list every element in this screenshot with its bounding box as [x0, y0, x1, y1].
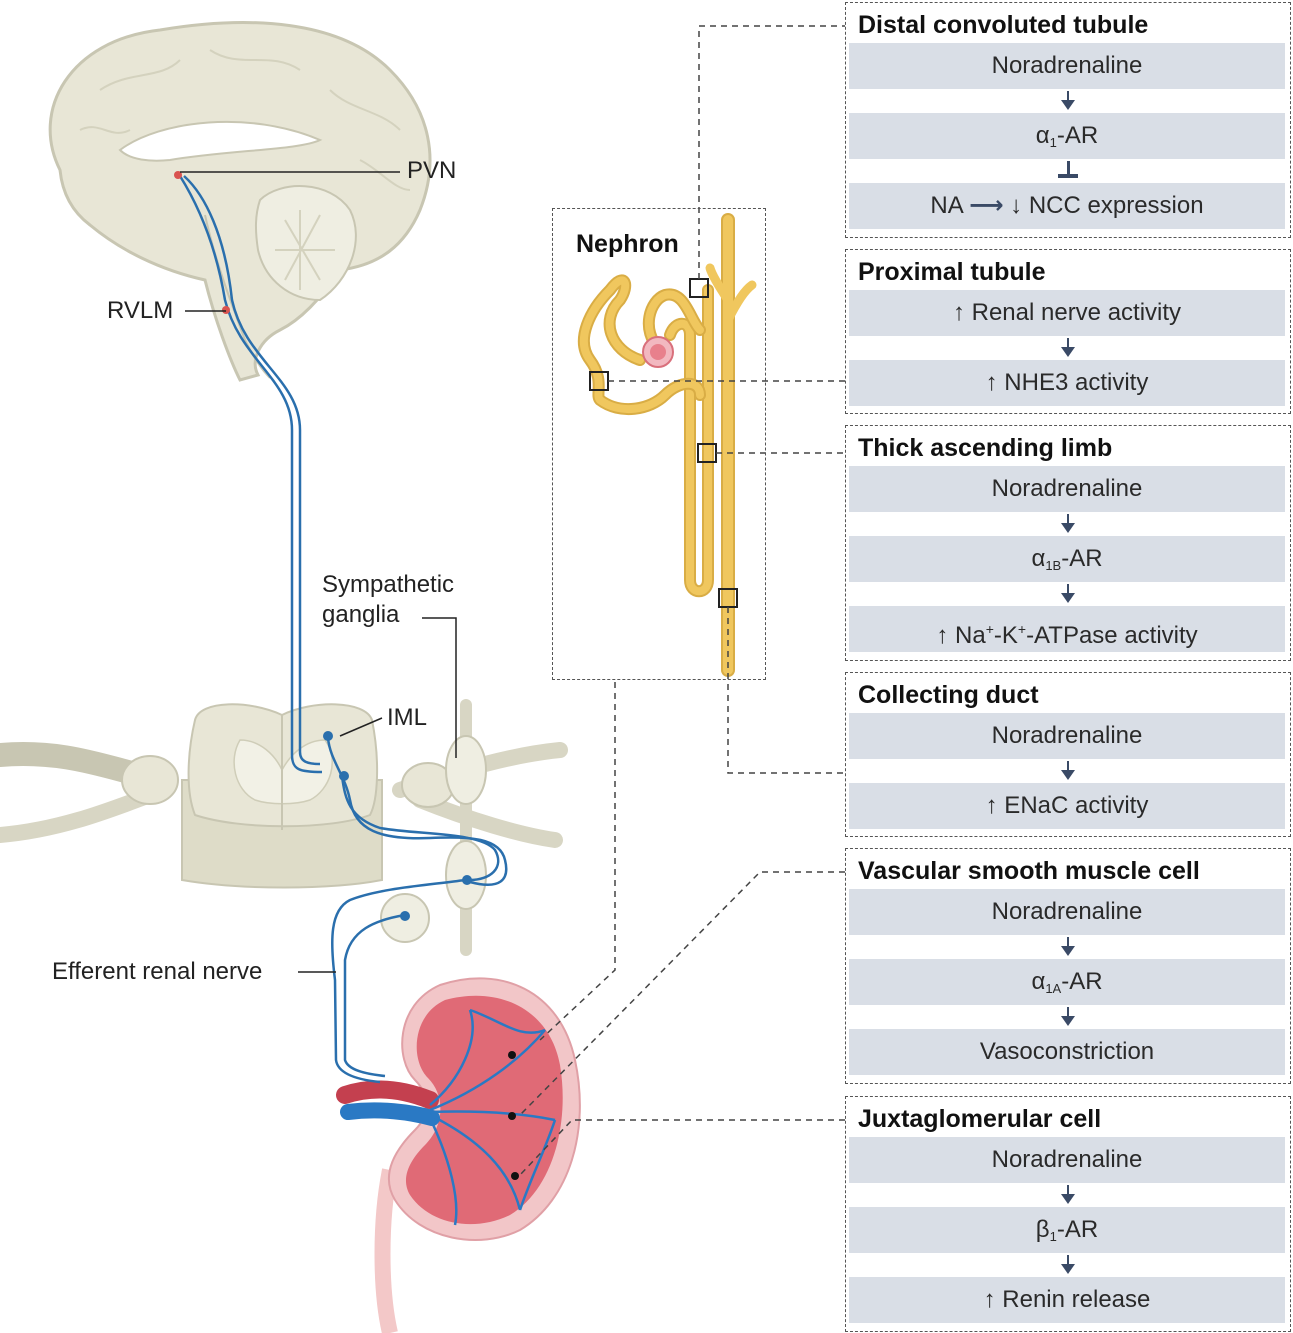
efferent-renal-nerve-label: Efferent renal nerve: [52, 958, 263, 985]
panel-vascular-smooth-muscle-cell: Vascular smooth muscle cell Noradrenalin…: [845, 848, 1291, 1084]
inhibition-icon: [846, 159, 1290, 183]
nephron-illustration: [577, 213, 757, 677]
step-superscript: +: [985, 621, 994, 637]
step-text: -AR: [1061, 968, 1103, 995]
arrow-down-icon: [846, 89, 1290, 113]
arrow-down-icon: [846, 759, 1290, 783]
step-superscript: +: [1017, 621, 1027, 637]
flow-step: α1B-AR: [849, 536, 1285, 582]
step-subscript: 1B: [1045, 558, 1062, 573]
step-text: β: [1035, 1216, 1050, 1243]
step-text: -K: [993, 622, 1018, 649]
panel-title: Thick ascending limb: [858, 434, 1113, 462]
nephron-label: Nephron: [576, 230, 679, 258]
flow-step: Vasoconstriction: [849, 1029, 1285, 1075]
flow-step: Noradrenaline: [849, 713, 1285, 759]
arrow-down-icon: [846, 1005, 1290, 1029]
arrow-down-icon: [846, 582, 1290, 606]
arrow-down-icon: [846, 1253, 1290, 1277]
flow-step: Noradrenaline: [849, 43, 1285, 89]
step-text: ↑ Na: [936, 622, 986, 649]
panel-juxtaglomerular-cell: Juxtaglomerular cell Noradrenaline β1-AR…: [845, 1096, 1291, 1332]
step-text: NA: [930, 192, 963, 219]
flow-step: Noradrenaline: [849, 1137, 1285, 1183]
label-leader-lines: [180, 171, 457, 973]
step-subscript: 1A: [1045, 981, 1062, 996]
flow-step: β1-AR: [849, 1207, 1285, 1253]
step-text: -AR: [1056, 122, 1099, 149]
panel-title: Juxtaglomerular cell: [858, 1105, 1102, 1133]
brain-illustration: [48, 21, 432, 382]
step-text: ↓ NCC expression: [1010, 192, 1204, 219]
rvlm-nucleus: [222, 306, 230, 314]
step-text: α: [1031, 545, 1046, 572]
arrow-down-icon: [846, 935, 1290, 959]
flow-step: NA ⟶ ↓ NCC expression: [849, 183, 1285, 229]
flow-step: ↑ Renin release: [849, 1277, 1285, 1323]
kidney-illustration: [336, 977, 581, 1333]
flow-step: Noradrenaline: [849, 466, 1285, 512]
nerve-synapses: [323, 731, 472, 921]
panel-distal-convoluted-tubule: Distal convoluted tubule Noradrenaline α…: [845, 2, 1291, 238]
arrow-right-icon: ⟶: [969, 192, 1004, 219]
arrow-down-icon: [846, 336, 1290, 360]
arrow-down-icon: [846, 512, 1290, 536]
panel-title: Vascular smooth muscle cell: [858, 857, 1200, 885]
flow-step: Noradrenaline: [849, 889, 1285, 935]
step-text: -ATPase activity: [1026, 622, 1198, 649]
nephron-inset: [552, 208, 766, 680]
flow-step: ↑ NHE3 activity: [849, 360, 1285, 406]
pvn-nucleus: [174, 171, 182, 179]
step-subscript: 1: [1049, 135, 1057, 150]
step-subscript: 1: [1049, 1229, 1057, 1244]
panel-proximal-tubule: Proximal tubule ↑ Renal nerve activity ↑…: [845, 249, 1291, 414]
spinal-cord-illustration: [0, 703, 568, 889]
panel-title: Proximal tubule: [858, 258, 1046, 286]
iml-label: IML: [387, 704, 428, 731]
dashed-connectors: [519, 25, 845, 1176]
flow-step: α1-AR: [849, 113, 1285, 159]
step-text: α: [1035, 122, 1050, 149]
flow-step: ↑ Renal nerve activity: [849, 290, 1285, 336]
panel-collecting-duct: Collecting duct Noradrenaline ↑ ENaC act…: [845, 672, 1291, 837]
sympathetic-ganglia-label-line2: ganglia: [322, 601, 400, 628]
step-text: -AR: [1061, 545, 1103, 572]
arrow-down-icon: [846, 1183, 1290, 1207]
sympathetic-chain-illustration: [380, 699, 487, 956]
panel-title: Collecting duct: [858, 681, 1039, 709]
panel-thick-ascending-limb: Thick ascending limb Noradrenaline α1B-A…: [845, 425, 1291, 661]
flow-step: α1A-AR: [849, 959, 1285, 1005]
step-text: α: [1031, 968, 1046, 995]
sympathetic-ganglia-label-line1: Sympathetic: [322, 571, 455, 598]
rvlm-label: RVLM: [107, 297, 174, 324]
flow-step: ↑ ENaC activity: [849, 783, 1285, 829]
nerve-pathway: [178, 175, 508, 1084]
step-text: -AR: [1056, 1216, 1099, 1243]
flow-step: ↑ Na+-K+-ATPase activity: [849, 606, 1285, 652]
pvn-label: PVN: [407, 157, 457, 184]
panel-title: Distal convoluted tubule: [858, 11, 1149, 39]
